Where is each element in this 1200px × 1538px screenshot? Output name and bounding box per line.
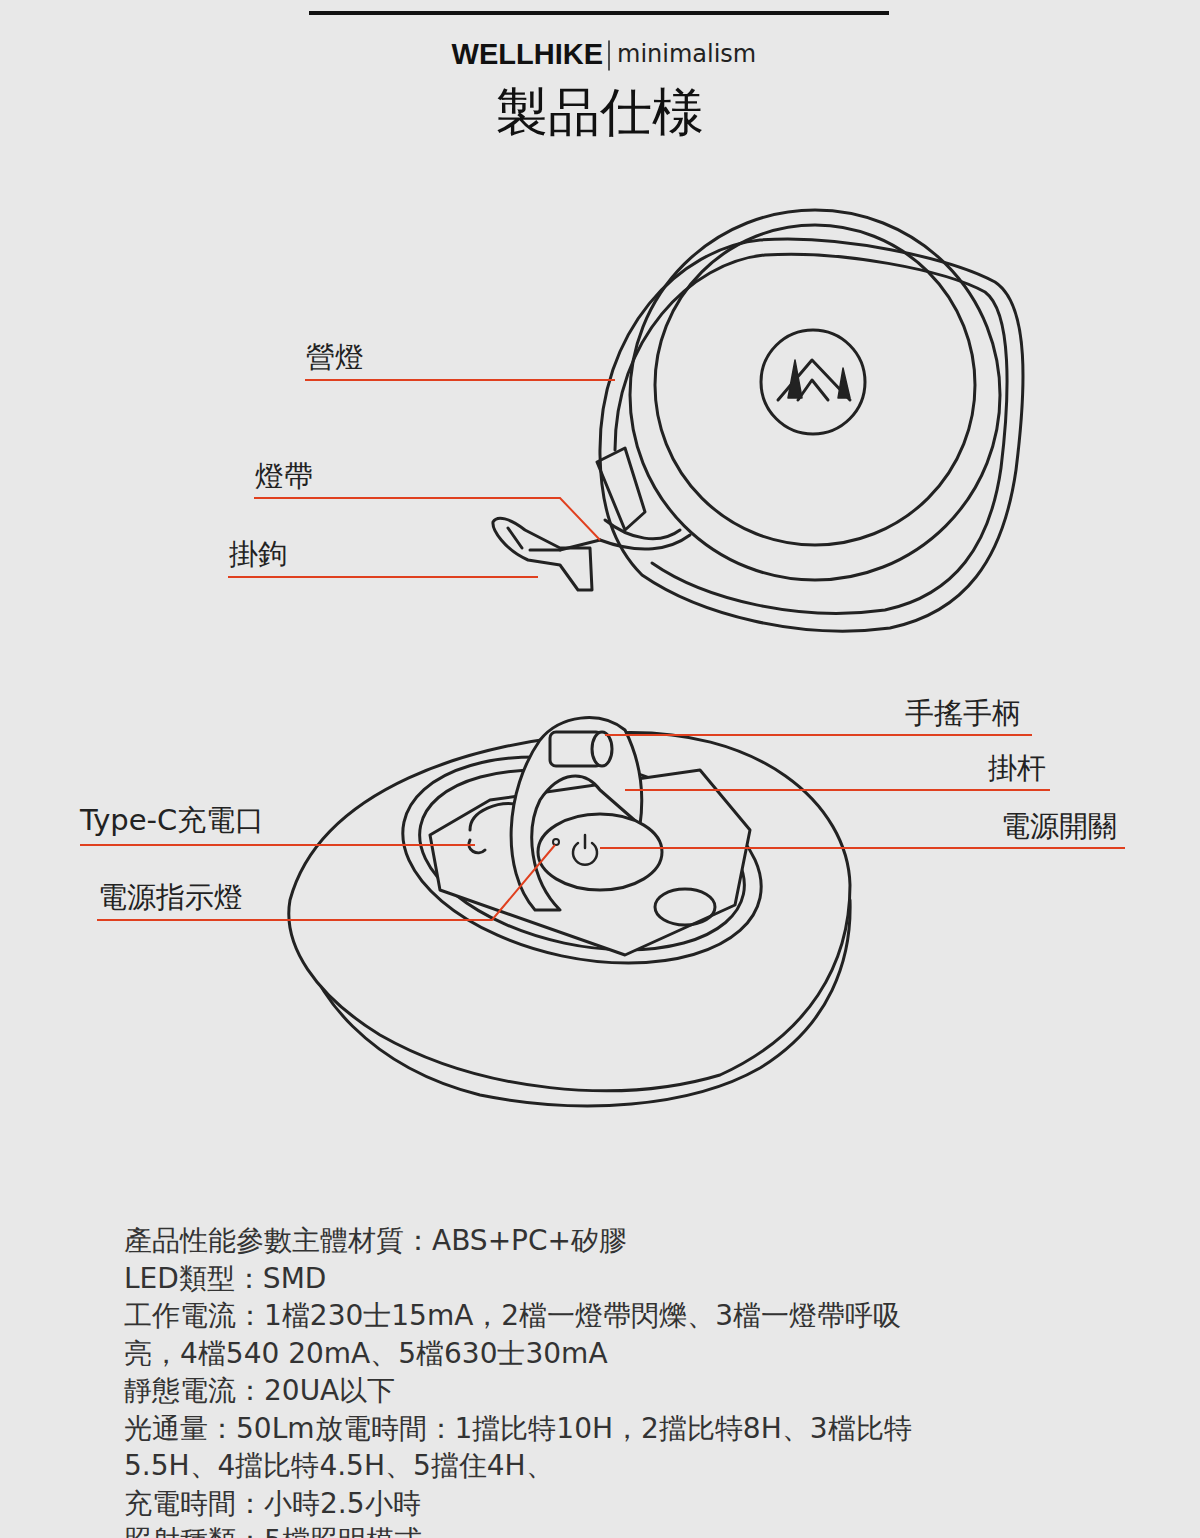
part-label: 掛杆 (988, 751, 1046, 786)
spec-text: 光通量：50Lm放電時間：1擋比特10H，2擋比特8H、3檔比特5.5H、4擋比… (124, 1410, 944, 1485)
brand-tagline: minimalism (617, 40, 756, 69)
part-label: 營燈 (306, 340, 364, 375)
part-label: 手搖手柄 (905, 696, 1021, 731)
spec-text: LED類型：SMD (124, 1260, 944, 1298)
part-label: 燈帶 (255, 459, 313, 494)
spec-text: 工作電流：1檔230士15mA，2檔一燈帶閃爍、3檔一燈帶呼吸亮，4檔540 2… (124, 1297, 944, 1372)
part-label: 電源開關 (1001, 809, 1117, 844)
brand-name: WELLHIKE (452, 37, 603, 72)
part-label: 掛鉤 (229, 537, 287, 572)
part-label: Type-C充電口 (80, 803, 264, 838)
part-label: 電源指示燈 (98, 880, 243, 915)
lamp-top-view (493, 210, 1023, 631)
spec-text: 靜態電流：20UA以下 (124, 1372, 944, 1410)
spec-text: 充電時間：小時2.5小時 (124, 1485, 944, 1523)
top-bar (309, 11, 889, 15)
spec-text: 照射種類：5檔照明模式 (124, 1522, 944, 1538)
page-title: 製品仕様 (0, 78, 1200, 148)
brand-divider (608, 41, 610, 70)
lamp-bottom-view (289, 718, 850, 1106)
leader-lines (80, 380, 1125, 920)
spec-text: 產品性能參數主體材質：ABS+PC+矽膠 (124, 1222, 944, 1260)
